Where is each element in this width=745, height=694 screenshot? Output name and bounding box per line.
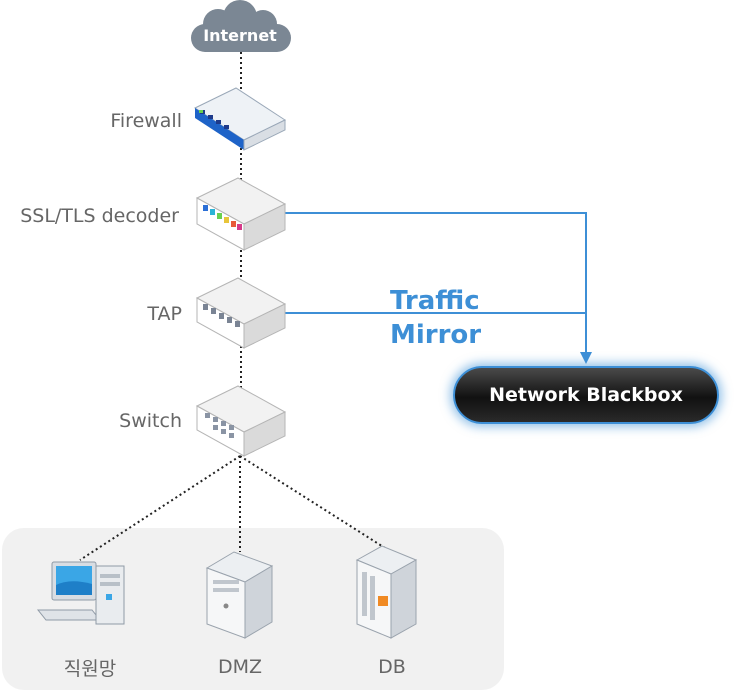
switch-icon <box>195 385 287 457</box>
cloud-icon <box>191 0 291 52</box>
traffic-mirror-line1: Traffic <box>390 286 480 316</box>
dmz-server-icon <box>205 551 274 639</box>
firewall-label: Firewall <box>110 110 182 132</box>
link-switch-employee <box>79 455 241 561</box>
ssl-decoder-label: SSL/TLS decoder <box>20 205 179 227</box>
switch-label: Switch <box>119 410 182 432</box>
tap-icon <box>195 277 287 349</box>
mirror-arrowhead <box>580 352 592 364</box>
dmz-label: DMZ <box>217 656 263 678</box>
mirror-line-ssl <box>284 212 587 356</box>
link-switch-db <box>239 455 386 549</box>
internet-label: Internet <box>203 26 277 45</box>
network-blackbox-label: Network Blackbox <box>489 384 683 406</box>
db-label: DB <box>378 656 406 678</box>
ssl-decoder-icon <box>195 177 287 251</box>
traffic-mirror-line2: Mirror <box>390 320 482 350</box>
employee-network-label: 직원망 <box>63 658 117 680</box>
tap-label: TAP <box>147 303 182 325</box>
network-blackbox-node: Network Blackbox <box>453 366 719 424</box>
traffic-mirror-label: Traffic Mirror <box>390 284 481 352</box>
db-server-icon <box>355 545 418 639</box>
employee-pc-icon <box>36 561 125 625</box>
firewall-icon <box>193 87 287 151</box>
